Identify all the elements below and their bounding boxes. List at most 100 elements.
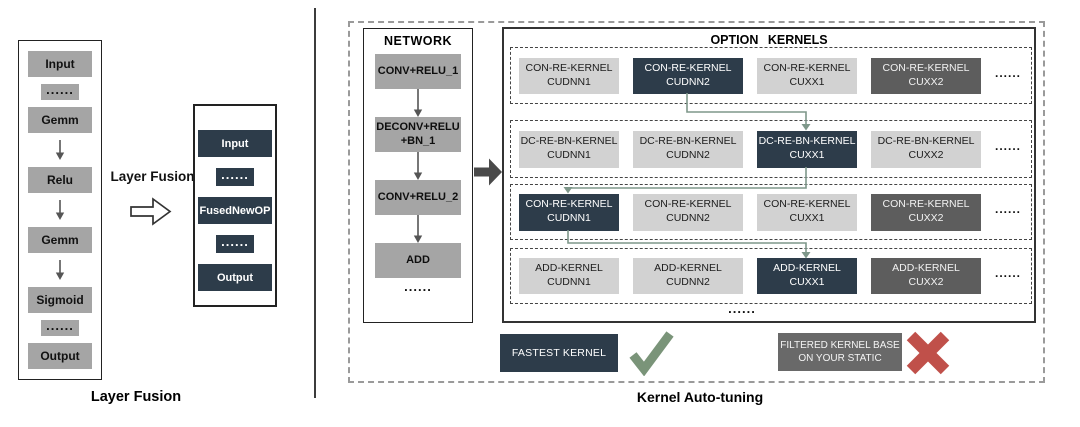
op-node-label: ...... (46, 81, 74, 97)
down-arrow-icon (412, 215, 424, 243)
kernel-variant: CUXX2 (908, 75, 944, 88)
network-to-kernels-arrow-icon (474, 158, 503, 186)
network-title: NETWORK (383, 34, 453, 48)
op-node: Output (198, 264, 272, 291)
op-node-label: Sigmoid (36, 293, 84, 307)
op-node-label: ...... (221, 166, 249, 182)
option-kernels-ellipsis: ...... (728, 301, 756, 316)
op-node-label: Gemm (41, 113, 79, 127)
op-node: Gemm (28, 227, 92, 253)
row-ellipsis: ...... (995, 139, 1022, 153)
kernel-variant: CUXX2 (908, 212, 944, 224)
kernel-variant: CUXX1 (789, 212, 825, 224)
kernel-name: CON-RE-KERNEL (763, 61, 851, 74)
down-arrow-icon (412, 152, 424, 180)
op-node-label: Output (40, 349, 80, 363)
kernel-variant: CUXX1 (789, 75, 825, 88)
kernel-name: DC-RE-BN-KERNEL (758, 135, 856, 148)
kernel-name: CON-RE-KERNEL (525, 61, 613, 74)
row-ellipsis: ...... (995, 202, 1022, 216)
kernel-variant: CUXX2 (908, 276, 944, 288)
network-node: CONV+RELU_2 (375, 180, 461, 215)
ellipsis-node: ...... (41, 81, 79, 100)
kernel-variant: CUDNN1 (547, 149, 591, 161)
kernel-name: CON-RE-KERNEL (882, 61, 970, 74)
op-node: Input (28, 51, 92, 77)
kernel-variant: CUXX1 (789, 149, 825, 161)
op-node: Gemm (28, 107, 92, 133)
op-node-label: ...... (46, 317, 74, 333)
op-node-label: Output (216, 271, 254, 284)
down-arrow-icon (54, 200, 66, 220)
network-node-label: ADD (406, 253, 430, 266)
kernel-autotuning-caption: Kernel Auto-tuning (636, 389, 764, 405)
network-node: ADD (375, 243, 461, 278)
op-node-label: Gemm (41, 233, 79, 247)
down-arrow-icon (54, 260, 66, 280)
kernel-variant: CUXX1 (789, 276, 825, 288)
checkmark-icon (627, 330, 675, 377)
op-node-label: Input (221, 137, 249, 150)
kernel-name: ADD-KERNEL (535, 262, 603, 275)
fastest-kernel-label: FASTEST KERNEL (500, 334, 618, 372)
kernel-name: ADD-KERNEL (654, 262, 722, 275)
op-node: Output (28, 343, 92, 369)
op-node: Relu (28, 167, 92, 193)
section-divider (314, 8, 316, 398)
kernel-variant: CUXX2 (908, 149, 944, 161)
kernel-name: DC-RE-BN-KERNEL (639, 135, 737, 148)
layer-fusion-arrow-label: Layer Fusion (110, 169, 195, 184)
op-node-label: ...... (221, 233, 249, 249)
kernel-name: CON-RE-KERNEL (882, 198, 970, 211)
kernel-name: DC-RE-BN-KERNEL (877, 135, 975, 148)
op-node-label: Relu (46, 173, 73, 187)
row-ellipsis: ...... (995, 266, 1022, 280)
op-node: Sigmoid (28, 287, 92, 313)
op-node: FusedNewOP (198, 197, 272, 224)
network-node-label: CONV+RELU_2 (377, 190, 459, 203)
kernel-name: ADD-KERNEL (892, 262, 960, 275)
ellipsis-node: ...... (216, 166, 254, 186)
network-node-label: CONV+RELU_1 (377, 64, 459, 77)
down-arrow-icon (412, 89, 424, 117)
kernel-name: CON-RE-KERNEL (644, 198, 732, 211)
kernel-name: CON-RE-KERNEL (763, 198, 851, 211)
kernel-autotuning-border (348, 21, 1045, 383)
kernel-variant: CUDNN1 (547, 212, 591, 224)
kernel-variant: CUDNN2 (666, 149, 710, 161)
kernel-variant: CUDNN2 (666, 276, 710, 288)
network-node: CONV+RELU_1 (375, 54, 461, 89)
cross-icon (903, 329, 953, 377)
kernel-variant: CUDNN1 (547, 276, 591, 288)
ellipsis-node: ...... (41, 317, 79, 336)
op-node-label: FusedNewOP (199, 204, 271, 217)
option-kernels-title: OPTION KERNELS (710, 33, 828, 47)
kernel-variant: CUDNN1 (547, 75, 591, 88)
kernel-name: CON-RE-KERNEL (525, 198, 613, 211)
layer-fusion-arrow-icon (130, 197, 172, 227)
kernel-variant: CUDNN2 (666, 212, 710, 224)
kernel-name: ADD-KERNEL (773, 262, 841, 275)
network-ellipsis: ...... (404, 279, 432, 294)
ellipsis-node: ...... (216, 233, 254, 253)
kernel-name: DC-RE-BN-KERNEL (520, 135, 618, 148)
network-node: DECONV+RELU +BN_1 (375, 117, 461, 152)
